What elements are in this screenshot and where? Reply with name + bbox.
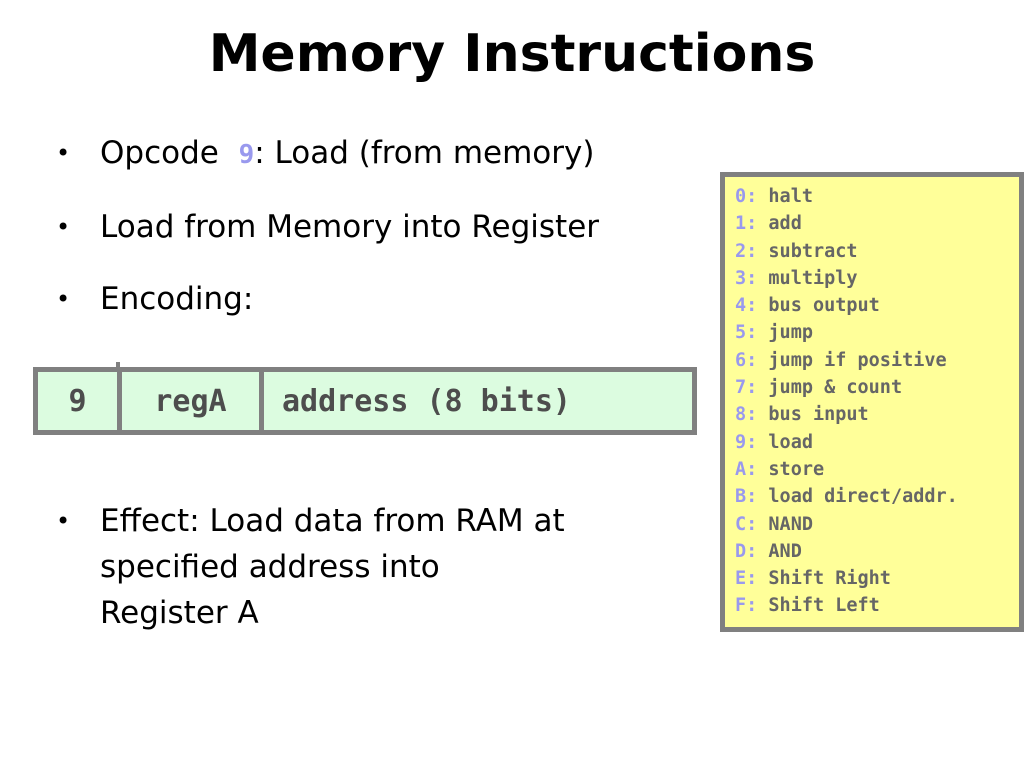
opcode-code: 0: <box>735 186 758 207</box>
bullet-load: • Load from Memory into Register <box>44 204 724 250</box>
opcode-code: 8: <box>735 404 758 426</box>
opcode-name: Shift Right <box>768 568 891 590</box>
opcode-row: 7: jump & count <box>735 374 1019 401</box>
bullet-dot-icon: • <box>56 213 71 241</box>
bullet-encoding: • Encoding: <box>44 276 724 322</box>
opcode-table: 0: halt 1: add 2: subtract 3: multiply 4… <box>720 172 1024 632</box>
opcode-code: 3: <box>735 267 758 289</box>
opcode-name: load direct/addr. <box>768 486 958 508</box>
opcode-number: 9 <box>238 140 255 170</box>
bullet-opcode: • Opcode 9: Load (from memory) <box>44 130 724 178</box>
opcode-name: bus input <box>768 404 869 426</box>
opcode-code: F: <box>735 595 758 617</box>
opcode-code: 5: <box>735 322 758 344</box>
encoding-opcode-field: 9 <box>38 372 122 430</box>
opcode-code: 6: <box>735 349 758 371</box>
opcode-row: 8: bus input <box>735 401 1019 428</box>
effect-line: specified address into <box>100 549 440 585</box>
encoding-address-field: address (8 bits) <box>282 383 571 419</box>
opcode-name: load <box>768 431 813 453</box>
instruction-encoding-box: 9 regA address (8 bits) <box>33 367 697 435</box>
opcode-row: D: AND <box>735 538 1019 565</box>
opcode-code: C: <box>735 513 758 535</box>
bullet-text: Encoding: <box>100 281 254 317</box>
opcode-row: 3: multiply <box>735 265 1019 292</box>
opcode-code: 4: <box>735 295 758 317</box>
opcode-code: 9: <box>735 431 758 453</box>
opcode-code: 1: <box>735 213 758 235</box>
opcode-name: store <box>768 458 825 480</box>
slide-title: Memory Instructions <box>208 24 816 84</box>
opcode-name: multiply <box>768 267 858 289</box>
effect-line: Effect: Load data from RAM at <box>100 503 565 539</box>
bullet-dot-icon: • <box>56 285 71 313</box>
opcode-name: NAND <box>768 513 813 535</box>
opcode-name: jump & count <box>768 377 903 399</box>
opcode-name: Shift Left <box>768 595 880 617</box>
opcode-row: B: load direct/addr. <box>735 483 1019 510</box>
opcode-code: A: <box>735 458 758 480</box>
opcode-row: 1: add <box>735 210 1019 237</box>
encoding-tick-mark <box>116 362 120 370</box>
opcode-row: A: store <box>735 456 1019 483</box>
opcode-code: E: <box>735 568 758 590</box>
opcode-row: 4: bus output <box>735 292 1019 319</box>
opcode-row: 6: jump if positive <box>735 347 1019 374</box>
bullet-text: Effect: Load data from RAM at specified … <box>100 498 724 636</box>
opcode-label: Opcode <box>100 135 219 171</box>
opcode-row: 0: halt <box>735 183 1019 210</box>
bullet-text: Load from Memory into Register <box>100 209 600 245</box>
bullet-effect: • Effect: Load data from RAM at specifie… <box>44 498 724 636</box>
opcode-row: C: NAND <box>735 511 1019 538</box>
opcode-name: subtract <box>768 240 858 262</box>
opcode-name: jump <box>768 322 813 344</box>
opcode-code: 7: <box>735 377 758 399</box>
opcode-row: 5: jump <box>735 319 1019 346</box>
bullet-dot-icon: • <box>56 139 71 167</box>
opcode-row: 2: subtract <box>735 238 1019 265</box>
opcode-name: AND <box>768 540 802 562</box>
opcode-row: F: Shift Left <box>735 592 1019 619</box>
opcode-description: : Load (from memory) <box>254 135 595 171</box>
opcode-row: 9: load <box>735 429 1019 456</box>
opcode-name: bus output <box>768 295 880 317</box>
opcode-code: 2: <box>735 240 758 262</box>
opcode-name: jump if positive <box>768 349 947 371</box>
bullet-dot-icon: • <box>56 507 71 535</box>
opcode-code: B: <box>735 486 758 508</box>
opcode-row: E: Shift Right <box>735 565 1019 592</box>
opcode-name: add <box>768 213 802 235</box>
encoding-register-field: regA <box>122 372 264 430</box>
opcode-code: D: <box>735 540 758 562</box>
effect-line: Register A <box>100 595 259 631</box>
opcode-name: halt <box>768 186 813 207</box>
bullet-text: Opcode 9: Load (from memory) <box>100 130 724 178</box>
